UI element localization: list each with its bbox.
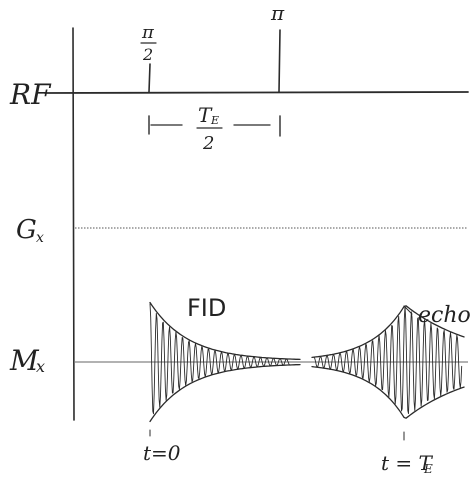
- fid-label: FID: [187, 294, 226, 322]
- echo-oscillation: [313, 305, 463, 415]
- echo-label: echo: [418, 303, 471, 328]
- echo-pointer: [403, 305, 413, 315]
- gx-label: G: [16, 215, 37, 245]
- half-pi-denominator: 2: [142, 45, 153, 64]
- echo-envelope-upper: [311, 305, 465, 359]
- t0-label: t=0: [143, 441, 181, 465]
- time-axis: [72, 27, 75, 421]
- pi-pulse: [278, 29, 281, 93]
- pi-label: π: [270, 1, 285, 25]
- te-subscript: E: [423, 462, 433, 476]
- half-pi-pulse: [148, 63, 151, 93]
- rf-baseline: [44, 91, 469, 94]
- te-half-numerator: T: [198, 103, 213, 127]
- gx-subscript: x: [36, 230, 44, 246]
- echo-signal: [311, 305, 465, 419]
- fid-envelope-upper: [149, 301, 301, 361]
- te-half-interval: [148, 115, 281, 137]
- rf-label: RF: [9, 78, 52, 111]
- te-label: t = T: [381, 451, 434, 475]
- te-half-subscript: E: [210, 114, 219, 127]
- fid-oscillation: [149, 303, 291, 415]
- half-pi-numerator: π: [141, 22, 155, 43]
- mx-label: M: [9, 344, 40, 377]
- fid-signal: [149, 301, 301, 423]
- echo-envelope-lower: [311, 365, 465, 419]
- te-half-denominator: 2: [202, 133, 214, 154]
- mx-subscript: x: [36, 357, 45, 376]
